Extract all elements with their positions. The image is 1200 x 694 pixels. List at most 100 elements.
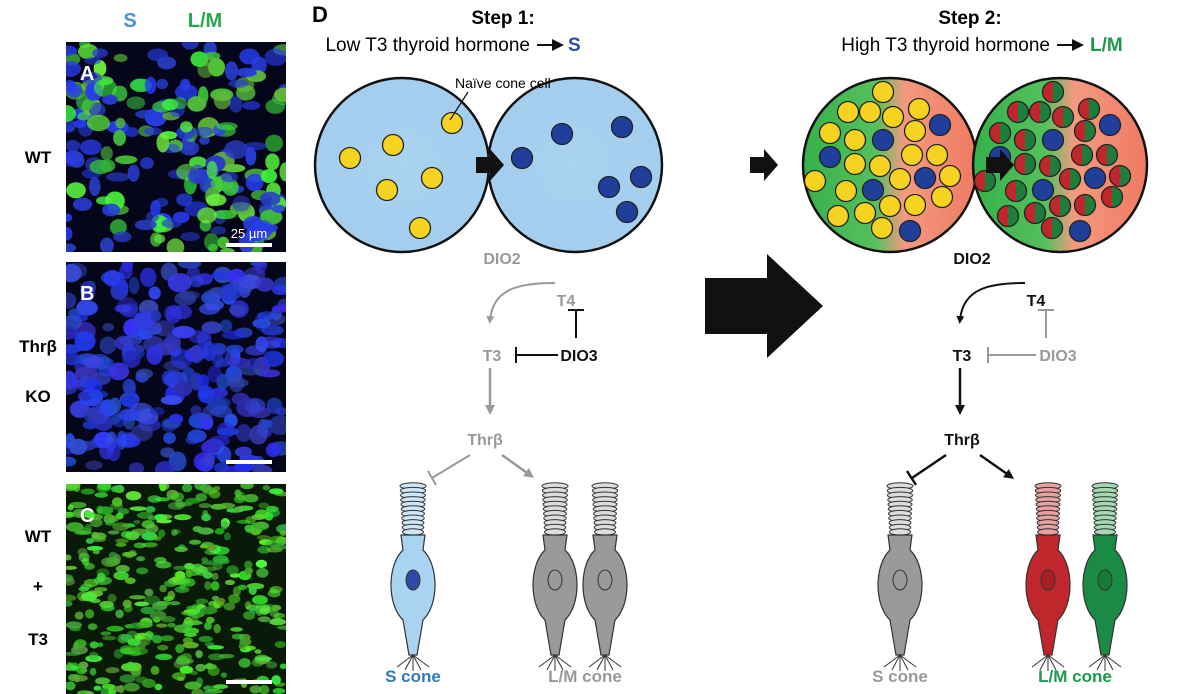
cell-blob: [85, 538, 95, 544]
cell-blob: [177, 501, 193, 507]
cell-blob: [142, 542, 159, 548]
cell-blob: [231, 392, 250, 406]
cell-blob: [72, 197, 93, 211]
cell-blob: [171, 576, 180, 584]
cell-blob: [269, 535, 286, 544]
cell-blob: [134, 219, 157, 231]
naive-cone-cell: [925, 143, 949, 167]
cell-blob: [88, 651, 99, 661]
lm-cone-cell: [1013, 152, 1037, 176]
t3-label: T3: [483, 348, 502, 365]
cell-blob: [80, 488, 95, 495]
cell-blob: [66, 594, 77, 602]
cell-blob: [150, 310, 162, 322]
cell-blob: [145, 523, 159, 534]
cell-blob: [265, 134, 283, 152]
cell-blob: [214, 528, 225, 535]
cell-blob: [210, 580, 220, 591]
cell-blob: [163, 432, 176, 445]
cell-blob: [265, 508, 280, 518]
step1-result: S: [568, 35, 581, 56]
cell-blob: [108, 362, 130, 381]
cell-blob: [127, 638, 141, 646]
naive-cone-cell: [881, 105, 905, 129]
lm-cone-cell: [1095, 143, 1119, 167]
cell-blob: [154, 557, 167, 564]
cell-blob: [143, 326, 162, 335]
s-cone-cell: [1083, 166, 1107, 190]
cell-blob: [212, 684, 229, 690]
cell-blob: [127, 164, 140, 182]
cell-blob: [107, 530, 120, 535]
nucleus: [547, 569, 563, 591]
cell-blob: [83, 355, 104, 369]
cell-blob: [163, 595, 174, 602]
cell-blob: [143, 127, 162, 136]
cell-blob: [80, 667, 88, 673]
cell-blob: [93, 78, 118, 98]
s-cone-cell: [1068, 219, 1092, 243]
cell-blob: [156, 519, 172, 524]
lm-cone-cell: [1023, 201, 1047, 225]
cell-blob: [117, 279, 129, 295]
cell-blob: [258, 684, 270, 694]
cell-blob: [95, 677, 110, 685]
cell-blob: [244, 524, 254, 532]
cell-blob: [207, 365, 222, 383]
cell-blob: [223, 602, 236, 611]
step1-title: Step 1:: [471, 8, 534, 29]
cell-blob: [229, 304, 247, 316]
lm-cone-cell: [1051, 105, 1075, 129]
cell-blob: [66, 139, 81, 152]
cell-blob: [244, 567, 253, 575]
condition-thrb: Thrβ: [19, 337, 57, 356]
cell-blob: [110, 485, 124, 493]
naive-cone-cell: [938, 164, 962, 188]
cell-blob: [66, 119, 76, 132]
cell-blob: [188, 164, 206, 185]
cell-blob: [152, 536, 162, 541]
cell-blob: [216, 427, 240, 436]
cell-blob: [232, 277, 256, 294]
cell-blob: [96, 505, 104, 514]
cell-blob: [94, 492, 108, 498]
callout-naive-cone-cell: Naïve cone cell: [455, 75, 551, 91]
cell-blob: [156, 132, 170, 153]
cell-blob: [99, 336, 117, 355]
s-cone-cell: [1098, 113, 1122, 137]
cell-blob: [273, 87, 286, 102]
cell-blob: [129, 506, 147, 511]
cell-blob: [245, 173, 264, 192]
cell-blob: [174, 83, 198, 101]
cell-blob: [112, 522, 130, 531]
cell-blob: [260, 605, 271, 615]
naive-cone-cell: [843, 152, 867, 176]
cell-blob: [171, 304, 193, 320]
naive-cone-cell: [930, 185, 954, 209]
s-cone-label: S cone: [872, 667, 928, 686]
cell-blob: [88, 176, 101, 196]
cell-blob: [155, 623, 168, 628]
cell-blob: [121, 663, 137, 672]
cell-blob: [115, 609, 124, 619]
step2-subtitle: High T3 thyroid hormone: [841, 35, 1050, 56]
cell-blob: [190, 616, 199, 623]
arrow-icon: [1057, 39, 1084, 51]
cell-blob: [77, 548, 88, 557]
cell-blob: [274, 682, 286, 687]
cell-blob: [160, 635, 174, 642]
naive-cone-cell: [888, 167, 912, 191]
cell-blob: [243, 610, 256, 620]
cell-blob: [66, 554, 72, 561]
lm-cone-cell: [1040, 216, 1064, 240]
arrow-icon: [537, 39, 564, 51]
cell-blob: [229, 96, 243, 113]
cell-blob: [113, 571, 129, 581]
cell-blob: [66, 456, 77, 467]
cell-blob: [203, 233, 220, 251]
cell-blob: [109, 219, 127, 236]
cell-blob: [92, 48, 108, 58]
cell-blob: [262, 350, 285, 367]
cone-cell-icon: [532, 482, 578, 671]
cell-blob: [113, 685, 124, 692]
